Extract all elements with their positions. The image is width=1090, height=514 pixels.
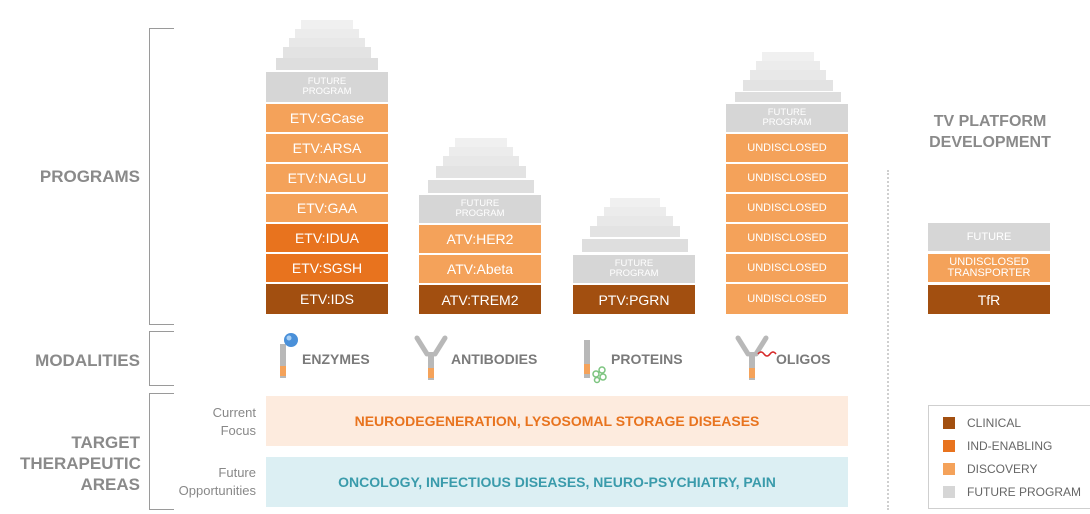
future-opportunities-area: ONCOLOGY, INFECTIOUS DISEASES, NEURO-PSY… [266,457,848,507]
future-program-block: FUTURE PROGRAM [419,195,541,223]
legend-swatch [943,417,955,429]
program-block-discovery: ATV:HER2 [419,225,541,253]
platform-divider [887,170,889,510]
legend-swatch [943,463,955,475]
program-block-ind-enabling: ETV:IDUA [266,224,388,252]
modality-label: ANTIBODIES [451,351,538,367]
stack-step [610,198,660,208]
platform-title-line1: TV PLATFORM [933,113,1047,130]
program-block-discovery: UNDISCLOSED [726,164,848,192]
stack-step [762,52,814,62]
target-areas-line3: AREAS [80,475,140,494]
future-opportunities-line1: Future [218,465,256,480]
target-areas-bracket [149,393,174,510]
stack-step [436,166,526,178]
stack-step [590,226,680,237]
future-program-block: FUTURE PROGRAM [266,72,388,102]
legend-label: CLINICAL [967,416,1022,430]
target-areas-label: TARGET THERAPEUTIC AREAS [20,432,141,495]
future-program-line2: PROGRAM [762,117,812,128]
future-program-line1: FUTURE [767,107,807,118]
stack-step [597,216,673,226]
modality-label: PROTEINS [611,351,683,367]
oligo-icon [735,335,777,380]
stack-step [449,147,513,157]
program-block-discovery: UNDISCLOSED [726,284,848,314]
program-block-discovery: ETV:NAGLU [266,164,388,192]
legend-item-discovery: DISCOVERY [943,462,1037,476]
stack-step [301,20,353,31]
stack-step [289,38,365,49]
target-areas-line1: TARGET [71,433,140,452]
legend-label: FUTURE PROGRAM [967,485,1081,499]
stack-step [428,180,534,193]
program-block-clinical: ETV:IDS [266,284,388,314]
program-block-discovery: ETV:ARSA [266,134,388,162]
future-opportunities-label: Future Opportunities [150,464,256,500]
undisclosed-line2: TRANSPORTER [947,267,1031,279]
stack-step [743,80,833,91]
stack-step [295,29,359,40]
legend-swatch [943,440,955,452]
future-program-line1: FUTURE [614,258,654,269]
stack-step [582,239,688,252]
legend-swatch [943,486,955,498]
stack-step [276,58,378,70]
stack-step [443,156,519,166]
program-block-clinical: PTV:PGRN [573,285,695,314]
platform-undisclosed-transporter-block: UNDISCLOSED TRANSPORTER [928,254,1050,282]
stack-step [735,92,841,102]
future-program-line2: PROGRAM [455,208,505,219]
programs-bracket [149,28,174,325]
platform-tfr-block: TfR [928,285,1050,314]
legend-label: IND-ENABLING [967,439,1053,453]
future-program-line2: PROGRAM [609,268,659,279]
platform-title: TV PLATFORM DEVELOPMENT [915,111,1065,153]
stack-step [750,70,826,80]
modalities-label: MODALITIES [35,351,140,370]
program-block-discovery: ETV:GCase [266,104,388,132]
program-block-discovery: UNDISCLOSED [726,194,848,222]
future-program-line1: FUTURE [307,76,347,87]
program-block-ind-enabling: ETV:SGSH [266,254,388,282]
platform-title-line2: DEVELOPMENT [929,134,1051,151]
legend-item-ind-enabling: IND-ENABLING [943,439,1052,453]
stack-step [756,61,820,71]
program-block-discovery: UNDISCLOSED [726,254,848,282]
program-block-clinical: ATV:TREM2 [419,285,541,314]
target-areas-line2: THERAPEUTIC [20,454,141,473]
antibody-icon [414,335,448,380]
undisclosed-line1: UNDISCLOSED [949,256,1029,268]
future-program-line1: FUTURE [460,198,500,209]
stack-step [455,138,507,148]
legend [928,405,1090,509]
modalities-bracket [149,331,174,386]
stack-step [604,207,666,217]
future-program-block: FUTURE PROGRAM [726,104,848,132]
current-focus-area: NEURODEGENERATION, LYSOSOMAL STORAGE DIS… [266,396,848,446]
legend-item-clinical: CLINICAL [943,416,1021,430]
legend-label: DISCOVERY [967,462,1038,476]
protein-icon [584,340,607,384]
current-focus-line1: Current [212,405,256,420]
platform-future-block: FUTURE [928,223,1050,251]
stack-step [283,47,371,58]
legend-item-future-program: FUTURE PROGRAM [943,485,1081,499]
program-block-discovery: ATV:Abeta [419,255,541,283]
future-opportunities-line2: Opportunities [178,483,256,498]
modality-label: ENZYMES [302,351,370,367]
program-block-discovery: UNDISCLOSED [726,224,848,252]
enzyme-icon [280,333,298,378]
current-focus-label: Current Focus [150,404,256,440]
modality-label: OLIGOS [776,351,831,367]
future-program-line2: PROGRAM [302,86,352,97]
programs-label: PROGRAMS [39,167,140,186]
program-block-discovery: ETV:GAA [266,194,388,222]
future-program-block: FUTURE PROGRAM [573,255,695,283]
program-block-discovery: UNDISCLOSED [726,134,848,162]
current-focus-line2: Focus [220,423,256,438]
